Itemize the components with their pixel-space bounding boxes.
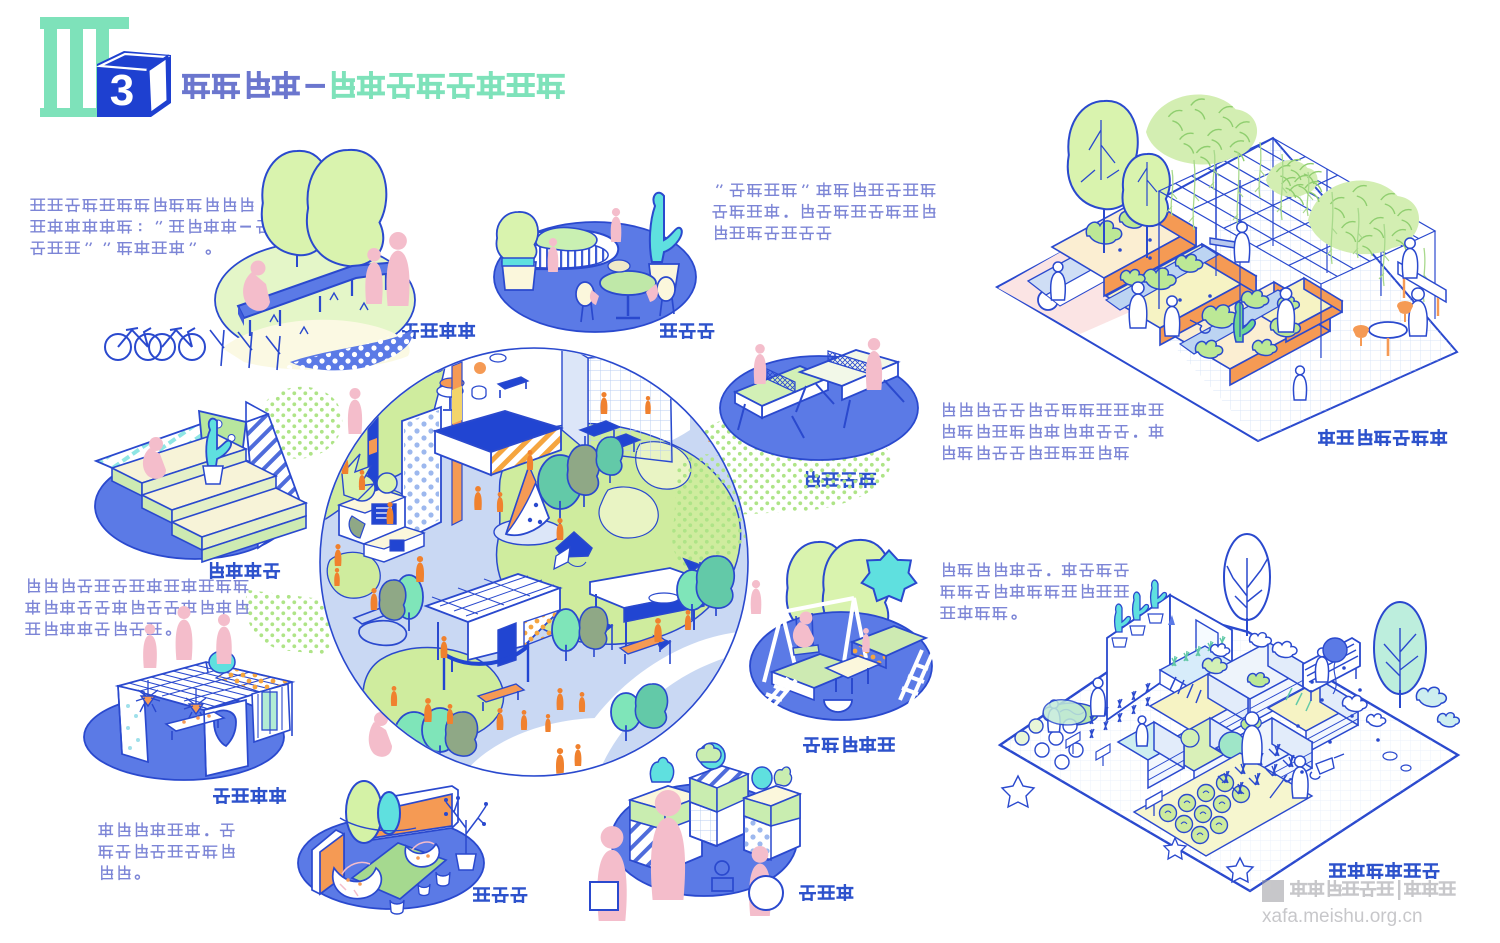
svg-text:xafa.meishu.org.cn: xafa.meishu.org.cn <box>1262 906 1423 927</box>
svg-text:3: 3 <box>110 66 134 115</box>
